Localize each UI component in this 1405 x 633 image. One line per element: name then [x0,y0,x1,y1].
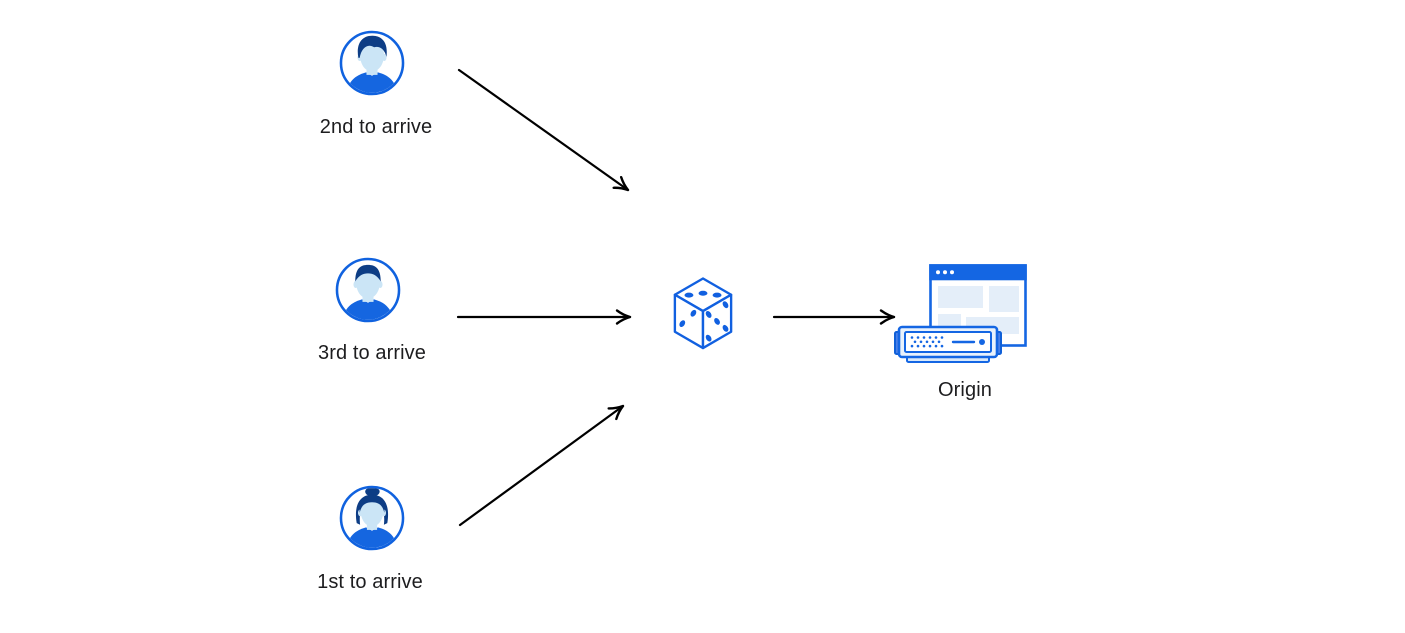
woman-avatar-icon [339,485,405,551]
dice-icon [673,277,733,350]
man-avatar-icon [335,257,401,323]
node-dice [666,274,740,354]
second-visitor-label: 2nd to arrive [319,116,433,138]
arrow-first-visitor-to-dice [458,404,625,527]
arrow-second-visitor-to-dice [457,68,630,192]
node-origin [893,256,1030,368]
node-first-visitor [338,484,406,552]
third-visitor-label: 3rd to arrive [317,342,426,364]
node-second-visitor [338,29,406,97]
origin-label: Origin [938,379,992,401]
man-avatar-icon [339,30,405,96]
origin-server-icon [894,264,1027,363]
first-visitor-label: 1st to arrive [317,571,423,593]
node-third-visitor [334,256,402,324]
